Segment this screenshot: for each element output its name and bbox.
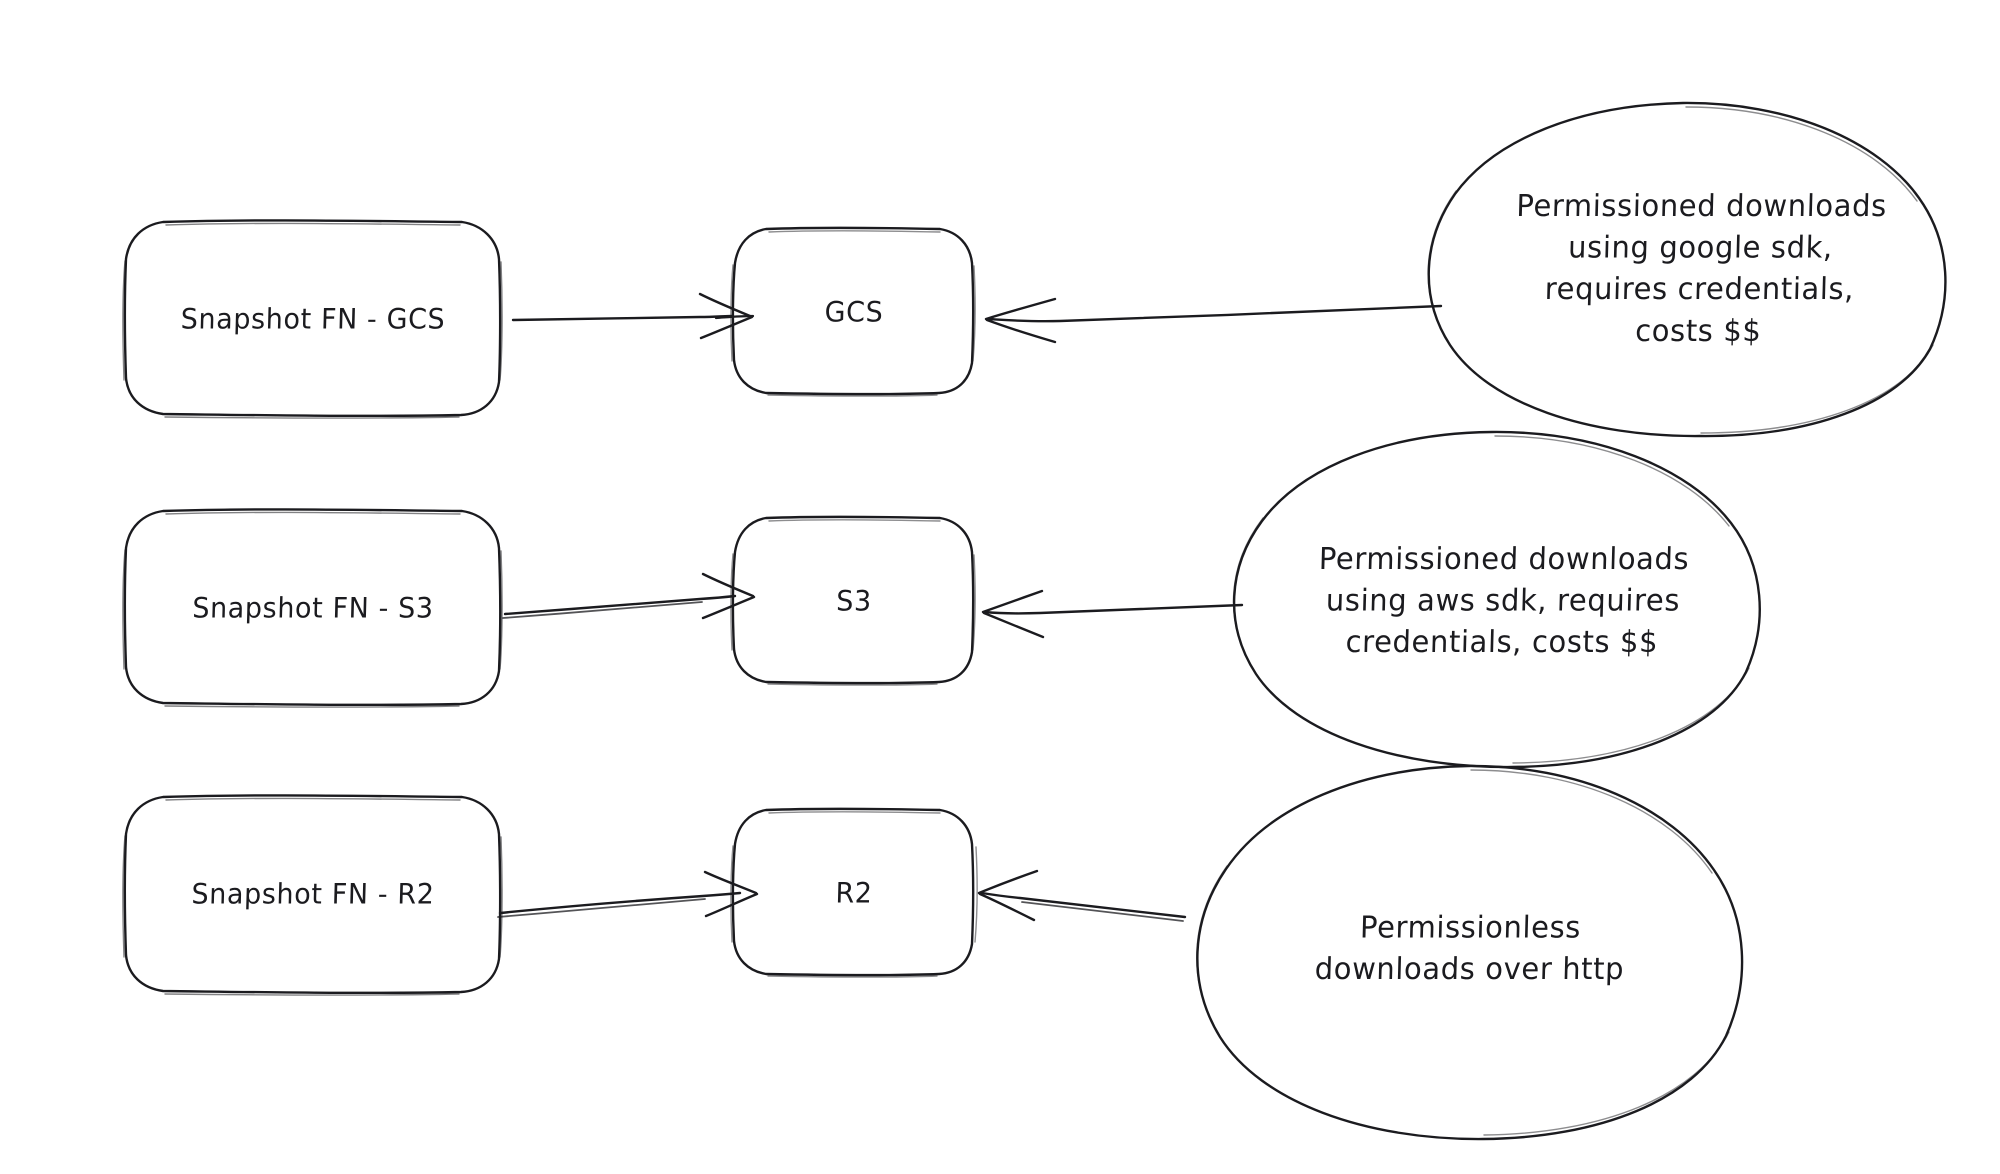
source-box-r2[interactable] (122, 794, 503, 996)
store-box-gcs[interactable] (730, 226, 976, 397)
store-box-r2-label: R2 (835, 877, 873, 910)
arrow-note-to-store-s3 (981, 589, 1244, 639)
source-box-gcs[interactable] (122, 219, 503, 419)
arrow-source-to-store-r2 (497, 870, 759, 918)
note-ellipse-gcs[interactable] (1427, 101, 1947, 438)
note-ellipse-r2-label: Permissionless downloads over http (1314, 909, 1625, 987)
arrow-source-to-store-gcs (511, 292, 755, 340)
store-box-gcs-label: GCS (824, 296, 884, 329)
source-box-gcs-label: Snapshot FN - GCS (180, 303, 446, 336)
arrow-note-to-store-gcs (984, 297, 1443, 344)
note-ellipse-gcs-label: Permissioned downloads using google sdk,… (1515, 187, 1888, 349)
source-box-s3[interactable] (122, 508, 503, 708)
arrow-source-to-store-s3 (502, 572, 756, 620)
arrow-note-to-store-r2 (977, 869, 1187, 922)
source-box-r2-label: Snapshot FN - R2 (191, 878, 435, 911)
note-ellipse-s3-label: Permissioned downloads using aws sdk, re… (1318, 540, 1690, 660)
store-box-s3-label: S3 (835, 585, 873, 618)
note-ellipse-r2[interactable] (1196, 764, 1744, 1141)
source-box-s3-label: Snapshot FN - S3 (191, 592, 435, 625)
store-box-r2[interactable] (730, 807, 978, 978)
